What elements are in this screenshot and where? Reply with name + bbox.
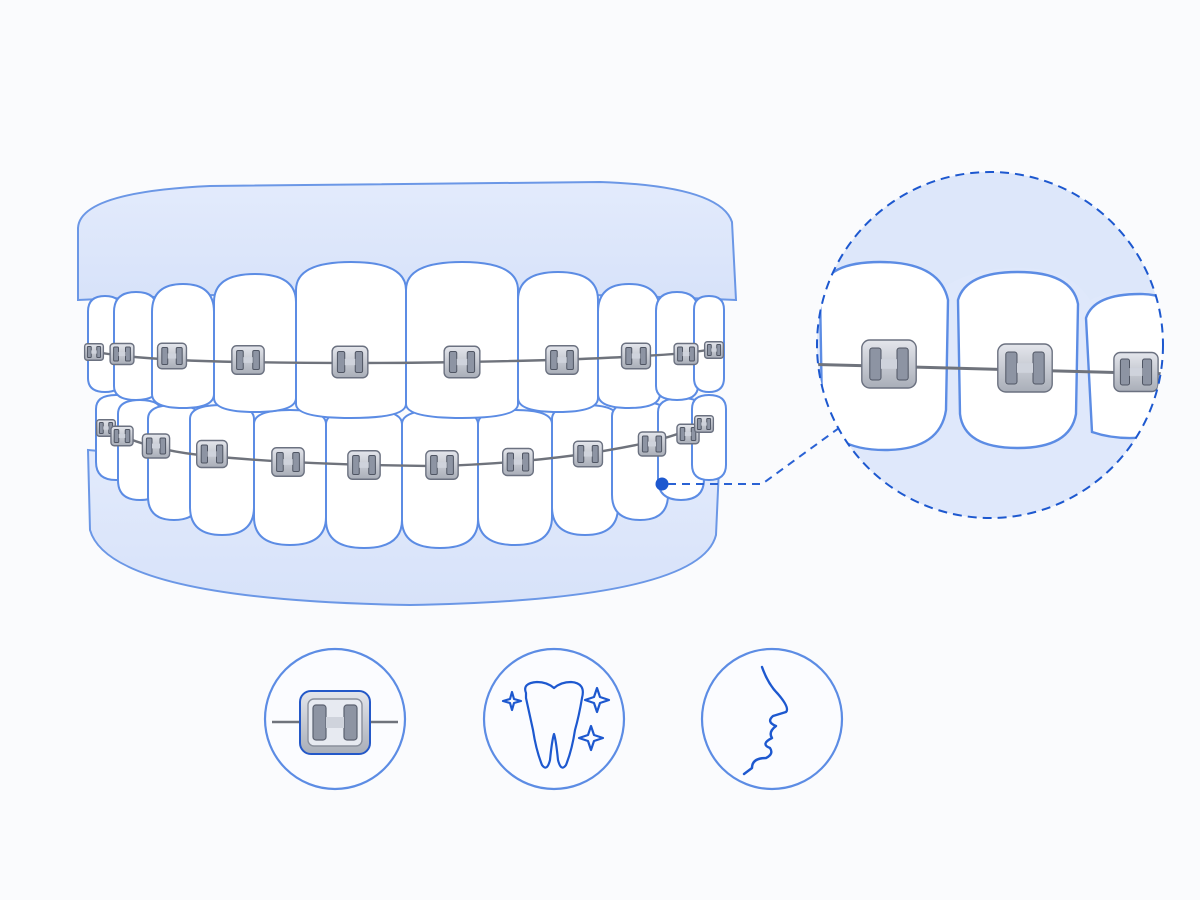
bracket	[110, 425, 134, 447]
icon-row	[263, 647, 844, 791]
bracket	[673, 342, 699, 366]
upper-brackets	[83, 341, 725, 379]
bracket	[997, 343, 1053, 393]
bracket	[620, 342, 652, 370]
bracket	[502, 447, 535, 477]
bracket	[141, 433, 171, 459]
tooth	[405, 260, 519, 420]
upper-teeth	[87, 260, 725, 420]
bracket	[572, 440, 604, 468]
tooth	[253, 408, 327, 547]
jaw-illustration	[77, 180, 738, 607]
bracket	[693, 415, 715, 433]
bracket	[156, 342, 188, 370]
bracket	[425, 450, 459, 480]
tooth	[295, 260, 407, 420]
face-profile-icon	[700, 647, 844, 791]
tooth	[551, 403, 619, 537]
bracket	[637, 431, 667, 457]
bracket	[703, 341, 725, 359]
bracket	[83, 343, 105, 361]
bracket	[271, 447, 305, 477]
bracket	[331, 345, 369, 379]
bracket-icon	[263, 647, 407, 791]
callout-leader-line	[668, 419, 851, 485]
tooth	[213, 272, 297, 414]
callout-origin-dot	[655, 477, 669, 491]
bracket	[347, 450, 381, 480]
bracket	[231, 345, 265, 375]
zoom-callout	[655, 419, 851, 491]
tooth	[517, 270, 599, 414]
tooth	[477, 408, 553, 547]
zoom-brackets	[861, 339, 1159, 393]
bracket	[195, 439, 228, 469]
tooth	[189, 403, 255, 537]
bracket	[443, 345, 481, 379]
sparkling-tooth-icon	[482, 647, 626, 791]
bracket	[545, 345, 579, 375]
bracket	[109, 342, 135, 366]
zoom-circle	[816, 171, 1164, 519]
bracket	[1113, 351, 1159, 393]
bracket	[676, 423, 700, 445]
bracket	[861, 339, 917, 389]
lower-brackets	[95, 415, 715, 480]
